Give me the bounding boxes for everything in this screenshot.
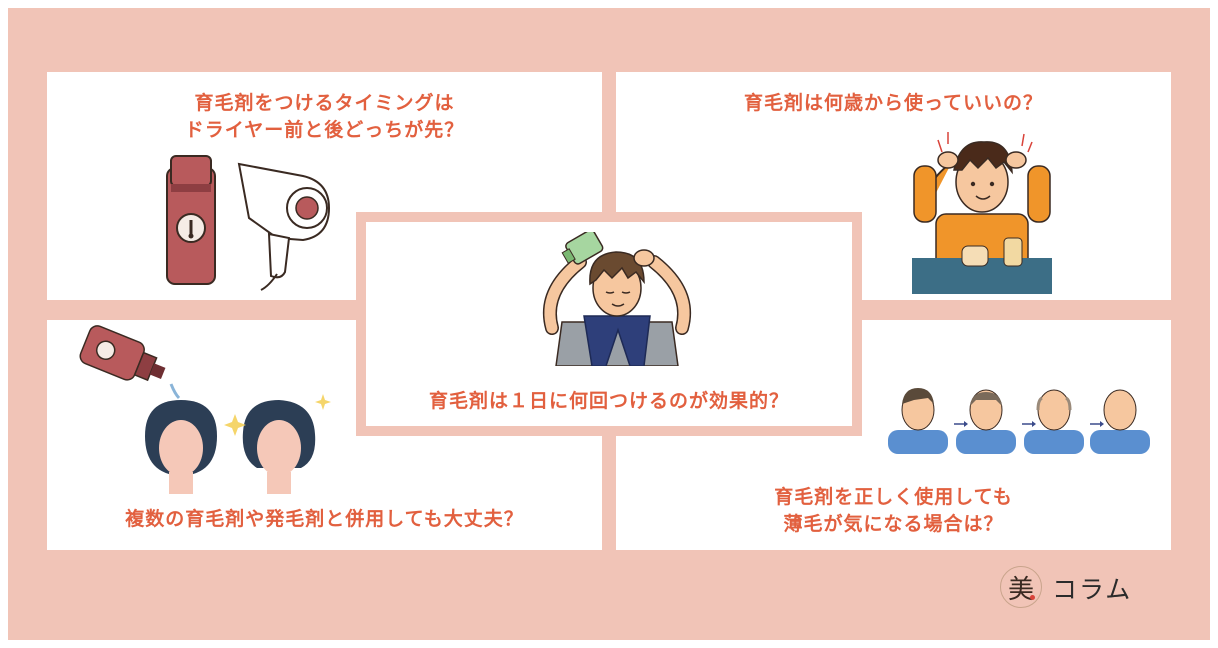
card-frequency[interactable]: 育毛剤は１日に何回つけるのが効果的？ bbox=[356, 212, 862, 436]
card-title-line2: 薄毛が気になる場合は？ bbox=[783, 513, 1004, 535]
card-title-line1: 育毛剤は１日に何回つけるのが効果的？ bbox=[428, 390, 789, 412]
hair-loss-progression-icon bbox=[888, 388, 1150, 454]
card-title: 育毛剤をつけるタイミングは ドライヤー前と後どっちが先？ bbox=[47, 90, 602, 144]
hair-tonic-bottle-icon bbox=[166, 155, 331, 291]
card-timing-dryer[interactable]: 育毛剤をつけるタイミングは ドライヤー前と後どっちが先？ bbox=[47, 72, 602, 300]
female-head-icon bbox=[242, 400, 316, 494]
card-title-line1: 育毛剤は何歳から使っていいの？ bbox=[743, 92, 1044, 114]
worried-boy-icon bbox=[912, 132, 1052, 294]
card-title: 育毛剤は何歳から使っていいの？ bbox=[616, 90, 1171, 117]
card-title-line1: 育毛剤をつけるタイミングは bbox=[194, 92, 455, 114]
man-applying-tonic-icon bbox=[542, 232, 692, 366]
card-title-line1: 育毛剤を正しく使用しても bbox=[774, 486, 1013, 508]
female-head-icon bbox=[145, 400, 217, 494]
logo-text: コラム bbox=[1052, 575, 1133, 604]
card-title-line1: 複数の育毛剤や発毛剤と併用しても大丈夫？ bbox=[125, 508, 524, 530]
site-logo[interactable]: 美 コラム bbox=[1000, 566, 1170, 612]
logo-mark: 美 bbox=[1000, 566, 1042, 608]
logo-dot bbox=[1030, 595, 1035, 600]
spray-bottle-icon bbox=[79, 325, 331, 494]
card-title: 育毛剤を正しく使用しても 薄毛が気になる場合は？ bbox=[616, 484, 1171, 538]
card-title: 複数の育毛剤や発毛剤と併用しても大丈夫？ bbox=[47, 506, 602, 533]
hair-dryer-icon bbox=[237, 162, 331, 291]
card-title: 育毛剤は１日に何回つけるのが効果的？ bbox=[366, 388, 852, 415]
card-title-line2: ドライヤー前と後どっちが先？ bbox=[184, 119, 465, 141]
